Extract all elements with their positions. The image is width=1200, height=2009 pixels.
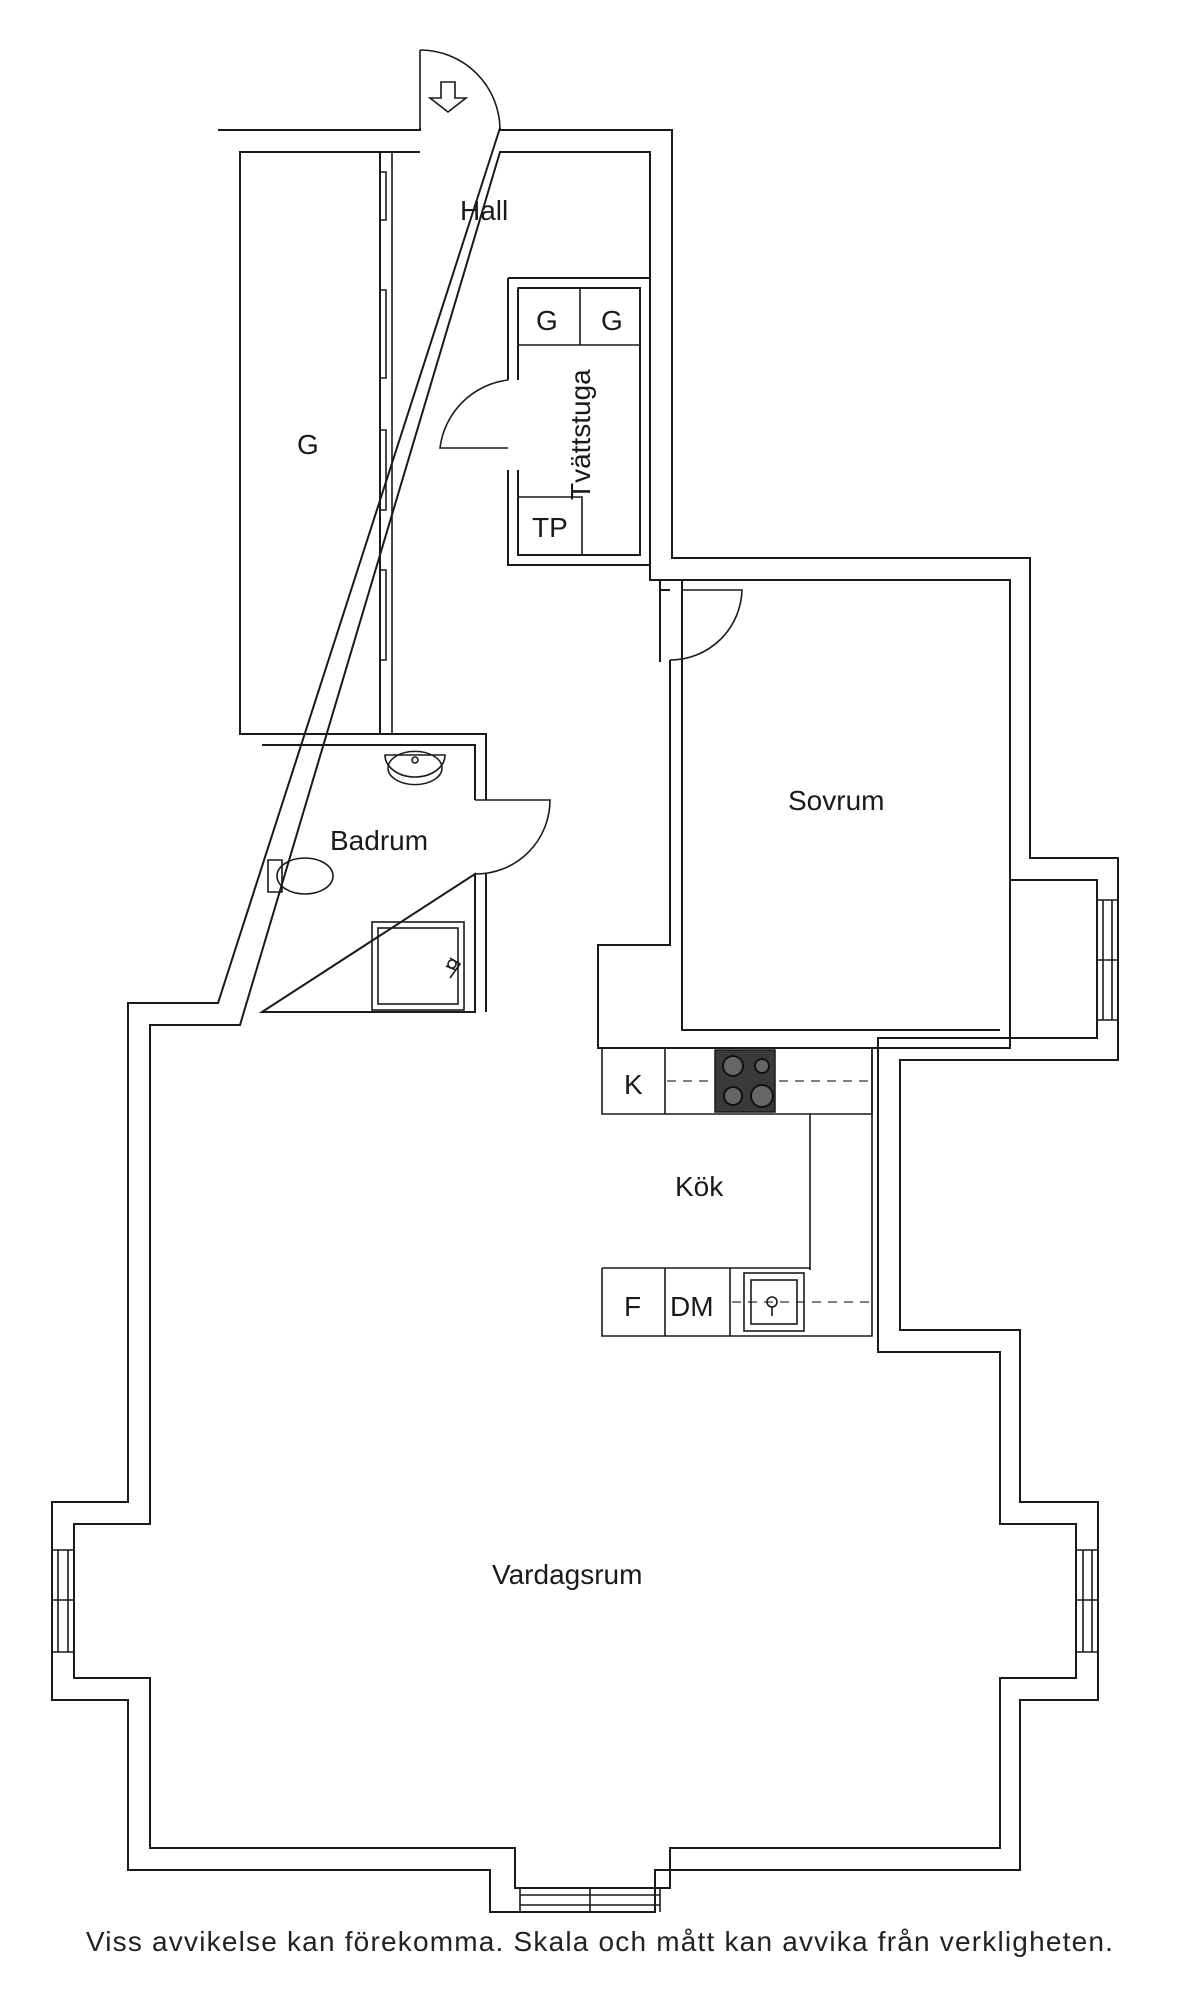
label-fridge: K: [624, 1069, 643, 1100]
laundry-storage-boxes: [517, 287, 641, 346]
wardrobe-doors: [380, 171, 387, 661]
label-living-room: Vardagsrum: [492, 1559, 642, 1590]
entrance-arrow-icon: [427, 81, 469, 114]
sink-icon: [384, 750, 446, 786]
bedroom-walls: [597, 580, 1011, 1049]
bedroom-window: [1097, 899, 1119, 1021]
label-kitchen: Kök: [675, 1171, 724, 1202]
laundry-walls: [507, 277, 651, 566]
living-room-window-bottom: [519, 1888, 661, 1912]
stove-icon: [714, 1049, 776, 1113]
label-storage-1: G: [536, 305, 558, 336]
bathroom-walls: [258, 744, 476, 1013]
kitchen-lower-counter: [601, 1048, 873, 1337]
shower-icon: [371, 921, 465, 1011]
toilet-icon: [267, 857, 334, 895]
bathroom-door[interactable]: [475, 799, 551, 875]
label-bedroom: Sovrum: [788, 785, 884, 816]
living-room-window-left: [52, 1549, 75, 1653]
label-bathroom: Badrum: [330, 825, 428, 856]
bedroom-door[interactable]: [669, 589, 743, 661]
dryer-box: [517, 496, 583, 556]
entrance-door[interactable]: [419, 49, 501, 131]
label-dryer: TP: [532, 512, 568, 543]
label-dishwasher: DM: [670, 1291, 714, 1322]
disclaimer-text: Viss avvikelse kan förekomma. Skala och …: [85, 1926, 1115, 1957]
living-room-window-right: [1076, 1549, 1098, 1653]
kitchen-sink-icon: [743, 1272, 805, 1332]
bathroom-walls-inner: [262, 733, 487, 1012]
label-hall: Hall: [460, 195, 508, 226]
label-freezer: F: [624, 1291, 641, 1322]
laundry-door[interactable]: [439, 379, 509, 449]
label-storage-2: G: [601, 305, 623, 336]
label-wardrobe: G: [297, 429, 319, 460]
label-laundry: Tvättstuga: [565, 369, 596, 500]
